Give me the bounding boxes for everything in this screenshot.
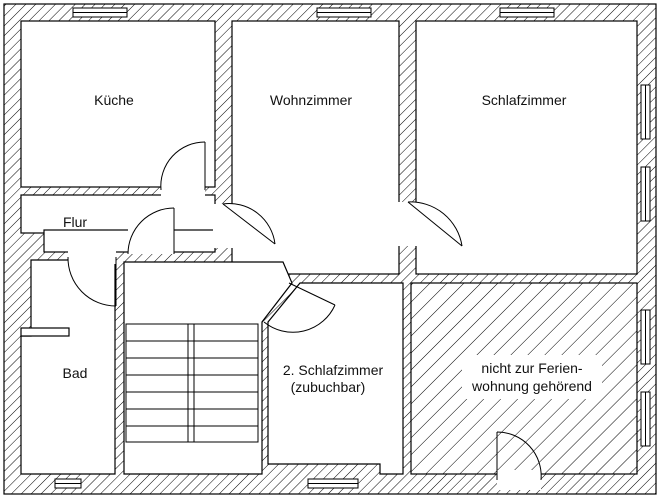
label-bad: Bad: [63, 365, 88, 381]
room-kueche: [20, 20, 216, 188]
doors: [67, 141, 542, 490]
room-flur: [20, 194, 216, 234]
bad-niche: [20, 327, 70, 337]
label-excluded-line2: wohnung gehörend: [471, 378, 592, 394]
stair-hall: [123, 261, 293, 475]
label-schlafzimmer: Schlafzimmer: [482, 92, 567, 108]
label-kueche: Küche: [94, 92, 134, 108]
label-schlafzimmer-2-line2: (zubuchbar): [291, 379, 366, 395]
label-schlafzimmer-2-line1: 2. Schlafzimmer: [283, 362, 384, 378]
room-schlafzimmer-2: [267, 282, 404, 475]
room-schlafzimmer: [415, 20, 638, 275]
label-flur: Flur: [63, 214, 87, 230]
label-wohnzimmer: Wohnzimmer: [270, 92, 353, 108]
room-wohnzimmer: [231, 20, 400, 275]
staircase: [125, 323, 259, 443]
windows: [54, 7, 651, 489]
label-excluded-line1: nicht zur Ferien-: [481, 360, 582, 376]
excluded-label-mask: [462, 355, 602, 399]
